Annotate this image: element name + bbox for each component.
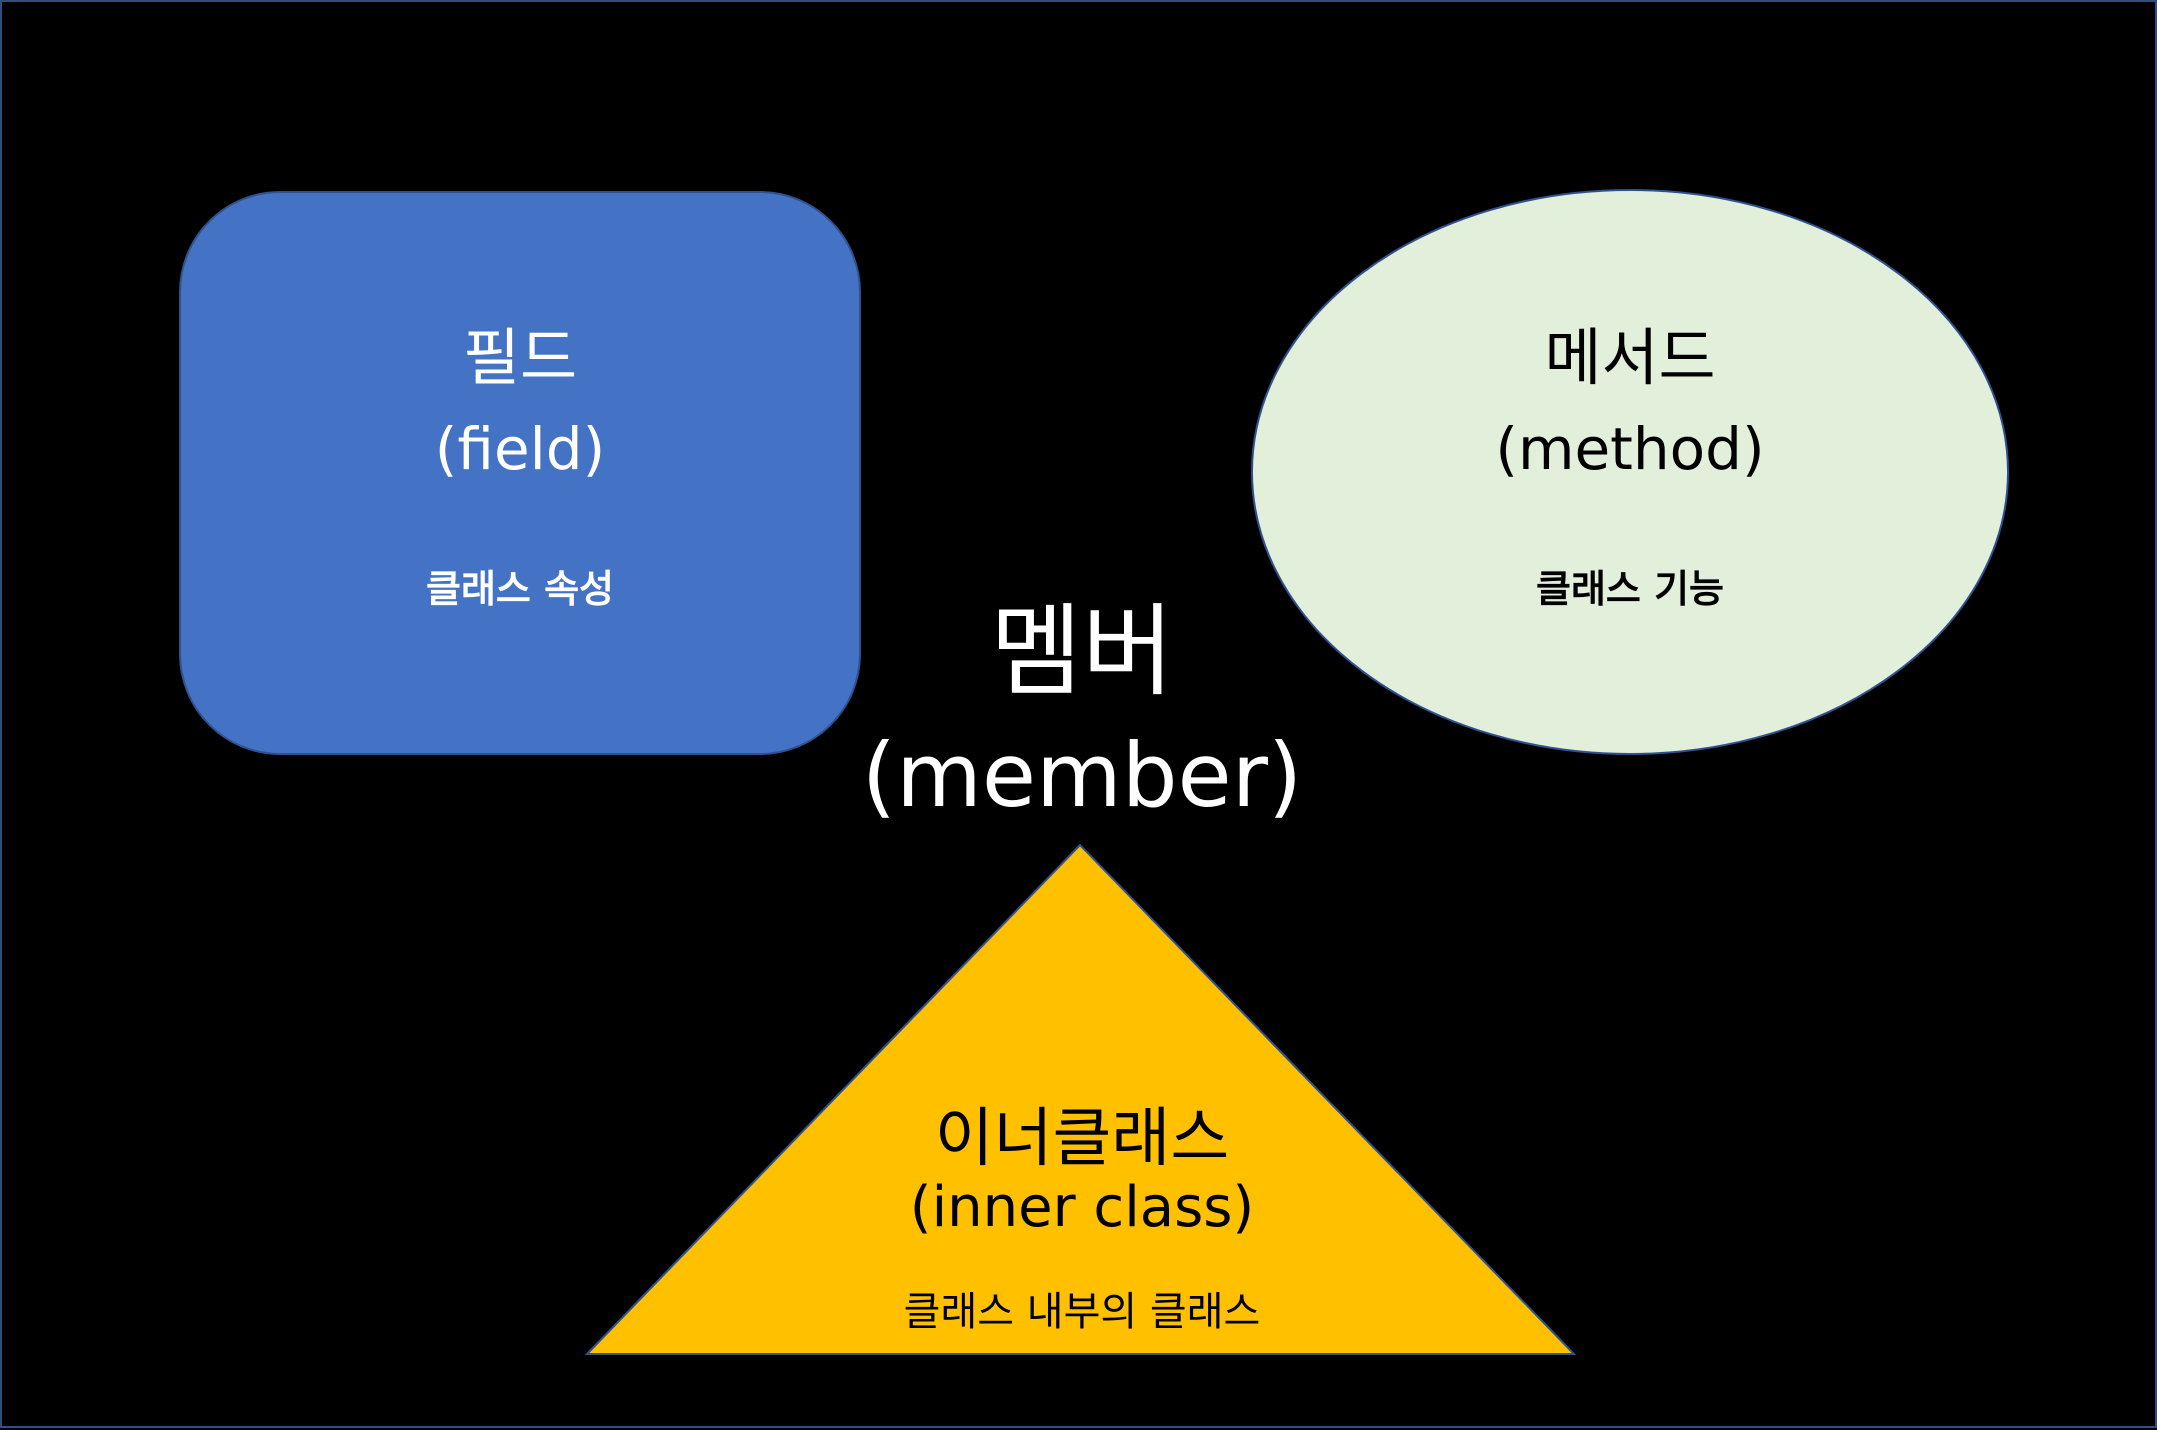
field-subtitle: (field) [434,415,606,483]
method-ellipse [1251,189,2009,755]
inner-class-title: 이너클래스 [934,1102,1230,1176]
member-subtitle: (member) [861,724,1303,827]
inner-class-subtitle: (inner class) [909,1175,1255,1240]
inner-class-description: 클래스 내부의 클래스 [903,1289,1261,1335]
field-box [179,191,861,755]
method-subtitle: (method) [1495,415,1765,483]
method-title: 메서드 [1544,321,1716,394]
method-description: 클래스 기능 [1535,567,1725,611]
member-title: 멤버 [990,593,1174,710]
inner-class-triangle [584,843,1577,1355]
field-title: 필드 [462,321,578,394]
field-description: 클래스 속성 [425,567,615,611]
